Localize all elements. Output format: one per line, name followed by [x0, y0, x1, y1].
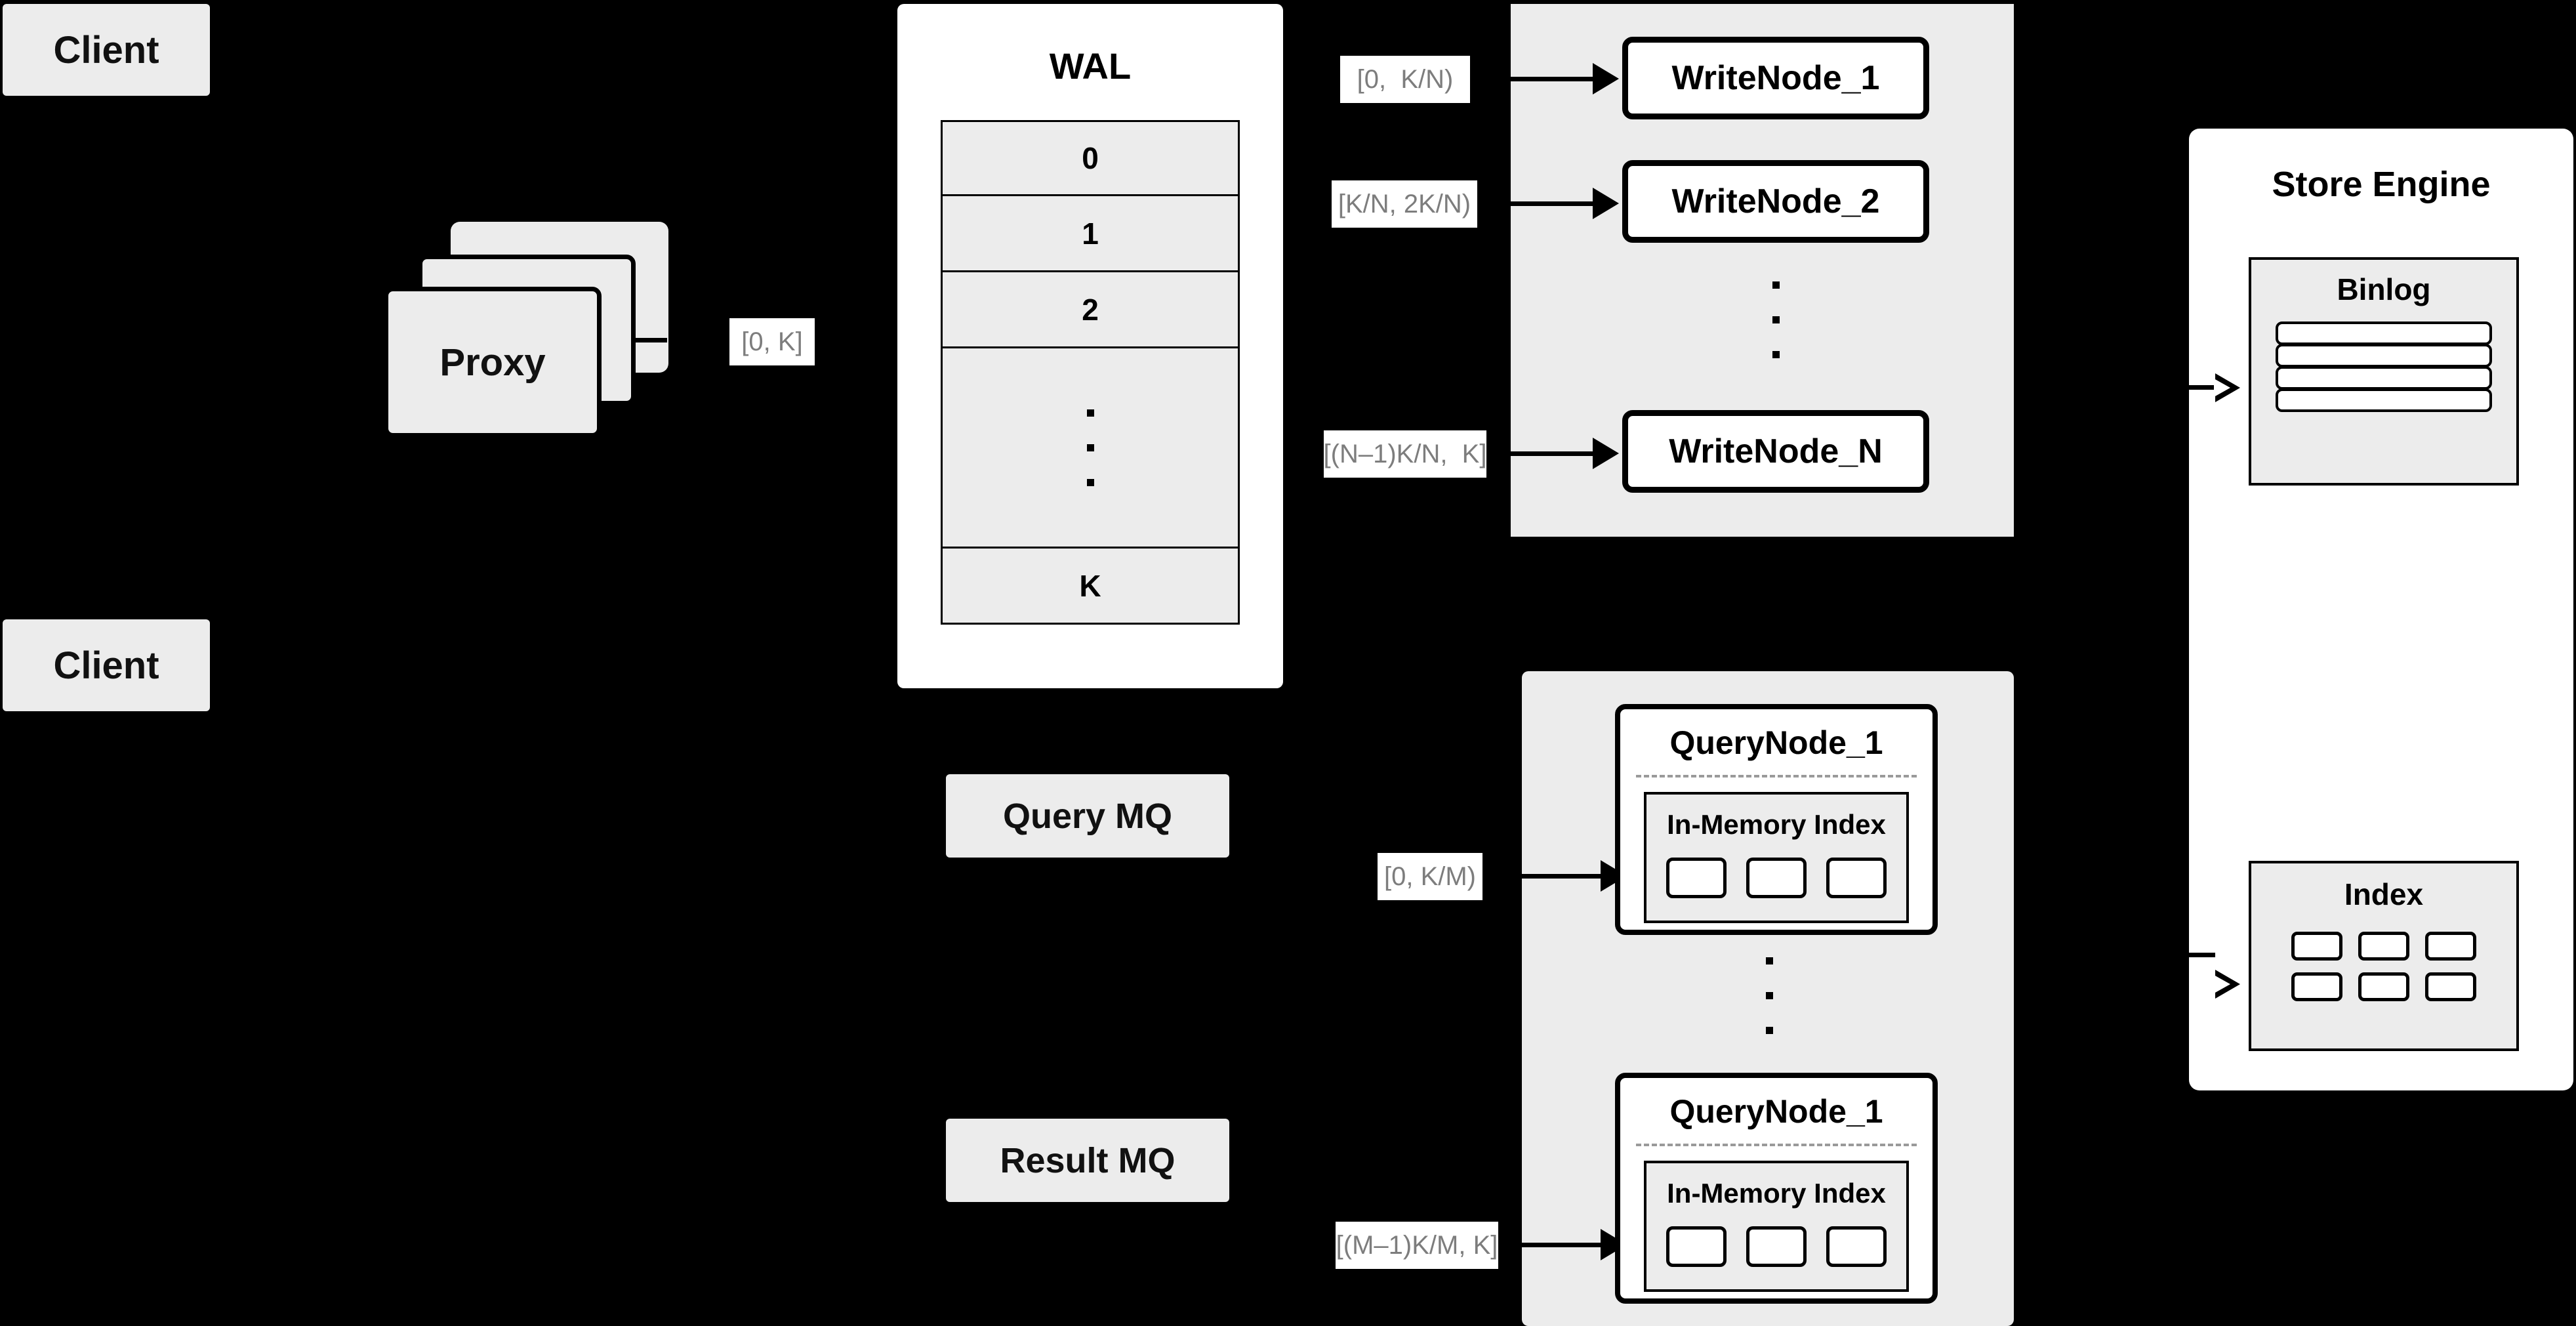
range-text: [0, K/N): [1357, 65, 1454, 94]
writenode-n-range-label: [(N–1)K/N, K]: [1324, 430, 1486, 478]
index-cell[interactable]: [2358, 972, 2409, 1001]
wal-cell-2[interactable]: 2: [941, 272, 1240, 348]
binlog-panel: Binlog: [2249, 257, 2519, 486]
proxy-card-front[interactable]: Proxy: [384, 287, 602, 438]
writenode-2-arrow-line: [1511, 201, 1593, 206]
in-memory-index-cells: [1646, 1226, 1906, 1267]
write-node-2[interactable]: WriteNode_2: [1622, 160, 1929, 243]
proxy-range-text: [0, K]: [741, 327, 803, 356]
query-node-m[interactable]: QueryNode_1 In-Memory Index: [1615, 1073, 1938, 1304]
client-label: Client: [53, 644, 159, 687]
querynode-1-arrow-line: [1522, 874, 1601, 879]
result-mq-box[interactable]: Result MQ: [946, 1119, 1229, 1202]
proxy-range-label: [0, K]: [729, 318, 815, 365]
index-arrow-head-icon: [2214, 970, 2240, 999]
wal-vertical-ellipsis-icon: [1086, 409, 1094, 486]
writenode-n-arrow-head-icon: [1593, 438, 1619, 469]
client-box-bottom[interactable]: Client: [3, 619, 210, 711]
index-cell[interactable]: [2291, 972, 2342, 1001]
binlog-row[interactable]: [2276, 388, 2492, 412]
write-node-label: WriteNode_2: [1671, 182, 1880, 220]
query-node-1[interactable]: QueryNode_1 In-Memory Index: [1615, 704, 1938, 935]
query-node-vertical-ellipsis-icon: [1763, 948, 1776, 1043]
query-mq-label: Query MQ: [1002, 796, 1173, 836]
wal-cell-label: 1: [1082, 216, 1099, 251]
in-memory-index-title: In-Memory Index: [1667, 1178, 1886, 1209]
writenode-1-arrow-head-icon: [1593, 63, 1619, 94]
wal-cell-label: 2: [1082, 292, 1099, 327]
index-grid: [2251, 932, 2516, 1001]
writenode-1-range-label: [0, K/N): [1340, 56, 1470, 103]
index-cell[interactable]: [2425, 932, 2476, 961]
binlog-row[interactable]: [2276, 344, 2492, 367]
binlog-row[interactable]: [2276, 321, 2492, 345]
index-title: Index: [2344, 877, 2424, 911]
querynode-1-range-label: [0, K/M): [1378, 853, 1482, 900]
writenode-1-arrow-line: [1511, 77, 1593, 81]
index-panel: Index: [2249, 861, 2519, 1051]
client-box-top[interactable]: Client: [3, 4, 210, 96]
wal-title: WAL: [1049, 45, 1132, 87]
writenode-2-range-label: [K/N, 2K/N): [1332, 180, 1477, 228]
query-node-divider: [1636, 775, 1917, 777]
write-node-label: WriteNode_N: [1669, 432, 1883, 470]
writenode-n-arrow-line: [1511, 451, 1593, 456]
querynode-m-arrow-line: [1522, 1243, 1601, 1247]
binlog-rows: [2251, 321, 2516, 412]
in-memory-index-cell[interactable]: [1666, 1226, 1727, 1267]
proxy-connector-nub: [636, 338, 667, 342]
client-label: Client: [53, 28, 159, 72]
in-memory-index-box: In-Memory Index: [1644, 1161, 1909, 1292]
write-node-vertical-ellipsis-icon: [1769, 272, 1782, 367]
write-node-label: WriteNode_1: [1671, 59, 1880, 97]
index-cell[interactable]: [2358, 932, 2409, 961]
index-arrow-line: [2189, 953, 2215, 957]
querynode-m-range-label: [(M–1)K/M, K]: [1336, 1222, 1498, 1269]
store-engine-title: Store Engine: [2272, 165, 2491, 204]
range-text: [(M–1)K/M, K]: [1336, 1231, 1498, 1260]
proxy-label: Proxy: [440, 341, 546, 384]
writenode-2-arrow-head-icon: [1593, 188, 1619, 219]
wal-cell-1[interactable]: 1: [941, 196, 1240, 272]
in-memory-index-cell[interactable]: [1666, 858, 1727, 898]
wal-cell-ellipsis: [941, 348, 1240, 549]
result-mq-label: Result MQ: [1000, 1140, 1176, 1180]
in-memory-index-box: In-Memory Index: [1644, 792, 1909, 923]
query-node-divider: [1636, 1144, 1917, 1146]
in-memory-index-cell[interactable]: [1746, 858, 1807, 898]
wal-cell-k[interactable]: K: [941, 549, 1240, 625]
in-memory-index-title: In-Memory Index: [1667, 809, 1886, 840]
in-memory-index-cell[interactable]: [1746, 1226, 1807, 1267]
binlog-title: Binlog: [2337, 272, 2431, 306]
in-memory-index-cell[interactable]: [1826, 858, 1887, 898]
index-cell[interactable]: [2425, 972, 2476, 1001]
in-memory-index-cells: [1646, 858, 1906, 898]
in-memory-index-cell[interactable]: [1826, 1226, 1887, 1267]
index-cell[interactable]: [2291, 932, 2342, 961]
write-node-n[interactable]: WriteNode_N: [1622, 410, 1929, 493]
write-node-1[interactable]: WriteNode_1: [1622, 37, 1929, 119]
range-text: [(N–1)K/N, K]: [1323, 440, 1487, 468]
wal-cell-label: K: [1079, 568, 1101, 603]
query-mq-box[interactable]: Query MQ: [946, 774, 1229, 858]
wal-cell-label: 0: [1082, 141, 1099, 175]
wal-cell-0[interactable]: 0: [941, 120, 1240, 196]
query-node-title: QueryNode_1: [1669, 724, 1883, 761]
binlog-arrow-head-icon: [2214, 373, 2240, 402]
range-text: [0, K/M): [1383, 862, 1477, 891]
binlog-arrow-line: [2189, 385, 2215, 390]
binlog-row[interactable]: [2276, 366, 2492, 390]
query-node-title: QueryNode_1: [1669, 1093, 1883, 1130]
range-text: [K/N, 2K/N): [1338, 190, 1471, 218]
